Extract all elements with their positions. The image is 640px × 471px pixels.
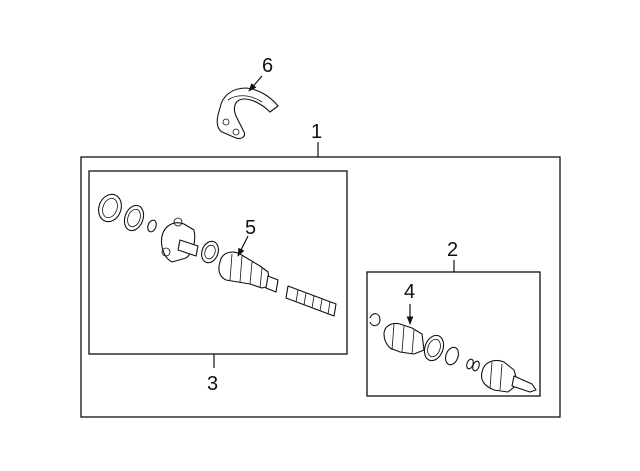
callout-1: 1 <box>311 121 322 143</box>
leader-line-6 <box>248 75 263 92</box>
callout-3: 3 <box>207 373 218 395</box>
callout-4: 4 <box>404 281 415 303</box>
callout-6: 6 <box>262 55 273 77</box>
heat-shield-part <box>216 87 279 140</box>
outer-joint-assembly <box>369 313 537 393</box>
inner-joint-box <box>88 170 348 355</box>
callout-5: 5 <box>245 217 256 239</box>
inner-joint-assembly <box>98 193 337 317</box>
assembly-box <box>80 156 561 418</box>
callout-2: 2 <box>447 239 458 261</box>
leader-line-5 <box>237 235 249 257</box>
